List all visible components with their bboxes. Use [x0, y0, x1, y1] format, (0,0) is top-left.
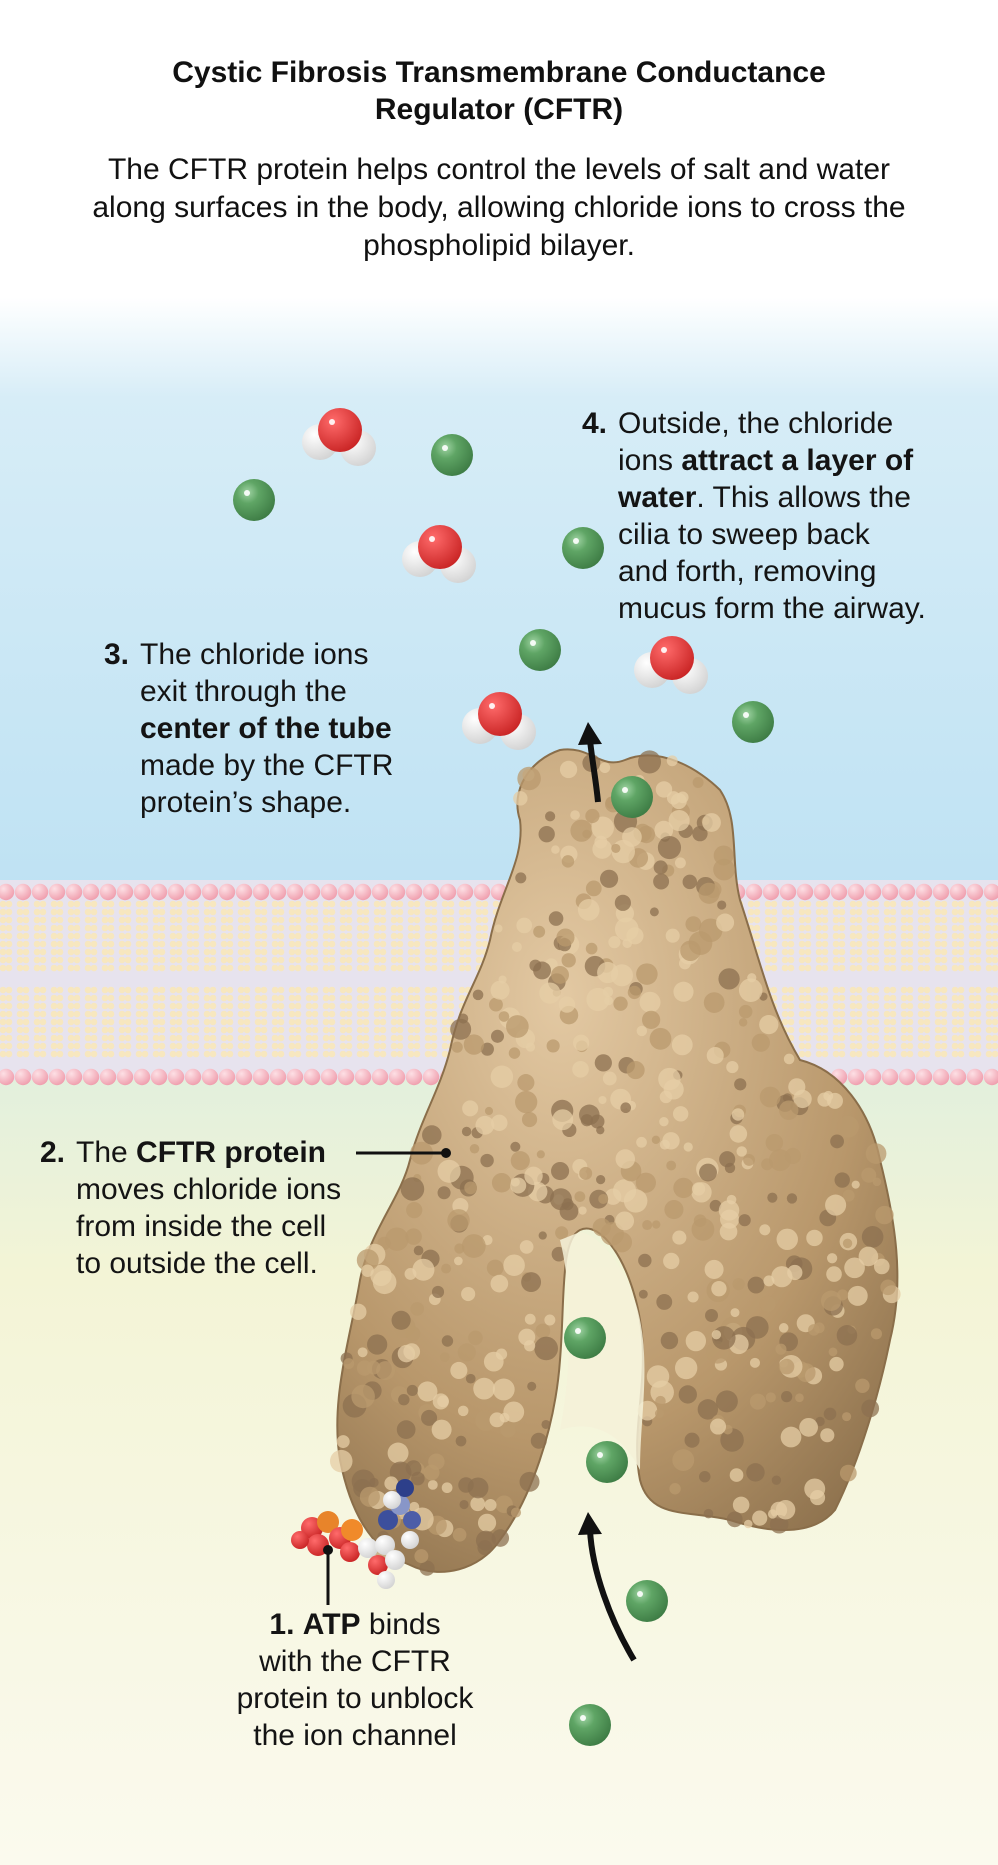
step-2-line-2: moves chloride ions: [76, 1173, 342, 1206]
step-2-caption: 2. The CFTR protein moves chloride ions …: [40, 1134, 380, 1282]
step-3-line-5: protein’s shape.: [140, 786, 352, 819]
chloride-ion-icon: [626, 1580, 668, 1622]
step-1-bold: ATP: [302, 1608, 361, 1641]
step-4-line-1: Outside, the chloride: [618, 407, 894, 440]
step-1-number: 1.: [269, 1608, 295, 1641]
step-1-caption: 1. ATP binds with the CFTR protein to un…: [200, 1606, 510, 1754]
description: The CFTR protein helps control the level…: [92, 153, 906, 262]
step-2-line-4: to outside the cell.: [76, 1247, 318, 1280]
step-3-caption: 3. The chloride ions exit through the ce…: [104, 636, 444, 821]
step-4-number: 4.: [582, 407, 608, 440]
step-1-text: binds: [360, 1608, 441, 1641]
step-4-text: ions: [618, 444, 682, 477]
step-3-bold: center of the tube: [140, 712, 392, 745]
step-3-line-1: The chloride ions: [140, 638, 369, 671]
step-1-line-4: the ion channel: [253, 1719, 457, 1752]
chloride-ion-icon: [564, 1317, 606, 1359]
chloride-ion-icon: [732, 701, 774, 743]
water-molecule-icon: [402, 525, 476, 583]
step-3-line-2: exit through the: [140, 675, 347, 708]
step-2-number: 2.: [40, 1136, 66, 1169]
chloride-ion-icon: [233, 479, 275, 521]
chloride-ion-icon: [611, 776, 653, 818]
water-molecules: [302, 408, 708, 750]
step-1-line-3: protein to unblock: [236, 1682, 474, 1715]
step-4-text-post: . This allows the: [696, 481, 911, 514]
page-title: Cystic Fibrosis Transmembrane Conductanc…: [0, 54, 998, 128]
chloride-ion-icon: [569, 1704, 611, 1746]
step-4-line-3: water. This allows the: [582, 479, 992, 516]
water-molecule-icon: [634, 636, 708, 694]
step-1-line-1: 1. ATP binds: [200, 1606, 510, 1643]
upward-arrow-icon: [578, 722, 602, 803]
step-3-number: 3.: [104, 638, 130, 671]
title-line-2: Regulator (CFTR): [374, 93, 624, 126]
step-4-line-2: ions attract a layer of: [582, 442, 992, 479]
title-line-1: Cystic Fibrosis Transmembrane Conductanc…: [172, 56, 826, 89]
step-3-line-4: made by the CFTR: [140, 749, 394, 782]
atp-molecule-icon: [291, 1479, 421, 1589]
step-2-text: The: [76, 1136, 137, 1169]
curved-arrow-icon: [578, 1512, 637, 1662]
chloride-ion-icon: [562, 527, 604, 569]
water-molecule-icon: [462, 692, 536, 750]
chloride-ion-icon: [519, 629, 561, 671]
step-2-leader-line: [356, 1148, 451, 1158]
step-2-line-3: from inside the cell: [76, 1210, 327, 1243]
step-1-leader-line: [323, 1545, 333, 1605]
step-4-caption: 4. Outside, the chloride ions attract a …: [582, 405, 992, 627]
cftr-protein-icon: [329, 748, 901, 1576]
chloride-ion-icon: [431, 434, 473, 476]
step-2-line-1: The CFTR protein: [40, 1134, 380, 1171]
step-4-line-6: mucus form the airway.: [618, 592, 926, 625]
chloride-ion-icon: [586, 1441, 628, 1483]
step-4-bold-a: attract a layer of: [681, 444, 914, 477]
step-4-line-4: cilia to sweep back: [618, 518, 870, 551]
step-1-line-2: with the CFTR: [259, 1645, 451, 1678]
chloride-ions: [233, 434, 774, 1746]
step-2-bold: CFTR protein: [136, 1136, 327, 1169]
step-4-line-5: and forth, removing: [618, 555, 877, 588]
step-4-bold-b: water: [618, 481, 697, 514]
water-molecule-icon: [302, 408, 376, 466]
